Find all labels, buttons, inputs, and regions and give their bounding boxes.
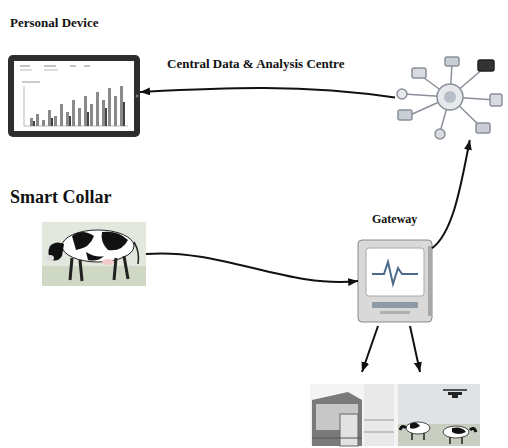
node-heading: Gateway <box>372 213 417 227</box>
flow-arrow <box>146 253 358 282</box>
node-heading: Central Data & Analysis Centre <box>167 57 344 72</box>
data-centre-node: Central Data & Analysis Centre <box>395 55 505 140</box>
flow-arrow <box>432 140 470 248</box>
node-heading: Smart Collar <box>10 187 111 208</box>
network-icon <box>397 57 502 139</box>
tablet-icon <box>8 55 140 137</box>
collar-node: Smart Collar <box>42 222 146 286</box>
farm-photo <box>310 384 480 446</box>
cow-photo <box>42 222 146 286</box>
gateway-node: Gateway <box>358 240 432 322</box>
flow-arrow <box>140 88 395 98</box>
device-node: Personal Device <box>8 55 140 137</box>
node-heading: Personal Device <box>10 16 98 31</box>
gateway-device <box>358 240 432 322</box>
output-arrows <box>362 326 420 372</box>
